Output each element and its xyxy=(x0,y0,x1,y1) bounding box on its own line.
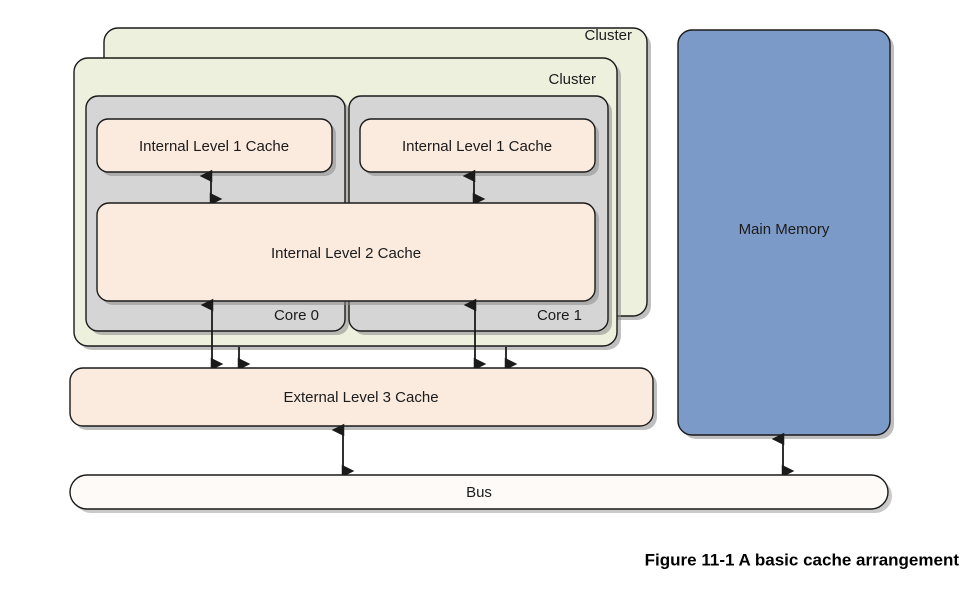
cluster-front-label: Cluster xyxy=(548,71,596,88)
l2-cache[interactable]: Internal Level 2 Cache xyxy=(96,202,599,305)
l1-cache-core-1-label: Internal Level 1 Cache xyxy=(402,138,552,155)
core-0-label: Core 0 xyxy=(274,307,319,324)
l3-cache[interactable]: External Level 3 Cache xyxy=(69,367,657,430)
bus-body xyxy=(69,474,889,510)
figure-caption: Figure 11-1 A basic cache arrangement xyxy=(645,550,960,569)
core-1-label: Core 1 xyxy=(537,307,582,324)
bus[interactable]: Bus xyxy=(69,474,892,513)
l2-cache-body xyxy=(96,202,596,302)
l3-cache-body xyxy=(69,367,654,427)
l1-cache-core-1[interactable]: Internal Level 1 Cache xyxy=(359,118,599,176)
main-memory[interactable]: Main Memory xyxy=(677,29,894,439)
l1-cache-core-0-label: Internal Level 1 Cache xyxy=(139,138,289,155)
l1-cache-core-0[interactable]: Internal Level 1 Cache xyxy=(96,118,336,176)
cluster-back-label: Cluster xyxy=(584,27,632,44)
main-memory-label: Main Memory xyxy=(739,221,830,238)
l3-cache-label: External Level 3 Cache xyxy=(283,389,438,406)
bus-label: Bus xyxy=(466,484,492,501)
l2-cache-label: Internal Level 2 Cache xyxy=(271,245,421,262)
